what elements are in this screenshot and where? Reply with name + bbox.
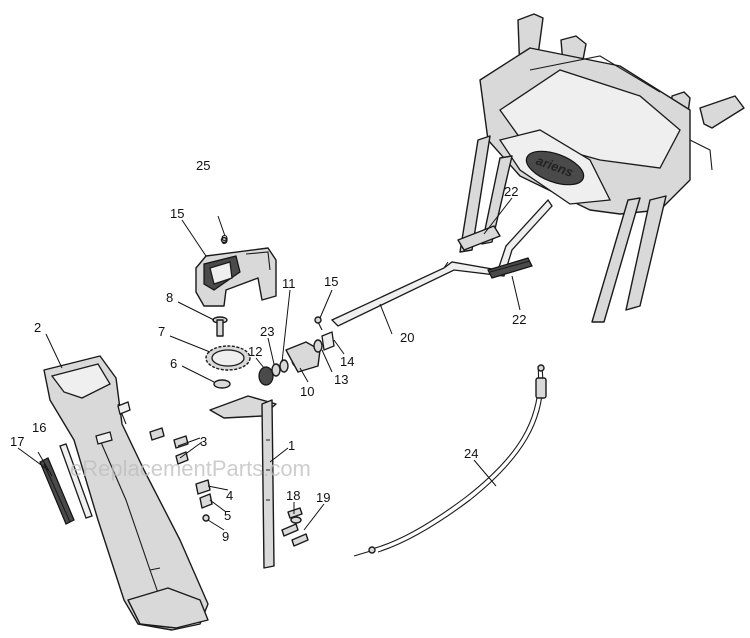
- callout-25: 25: [196, 158, 210, 173]
- callout-15: 15: [324, 274, 338, 289]
- callout-19: 18: [286, 488, 300, 503]
- callout-9-upper: 9: [221, 232, 228, 247]
- callout-2: 2: [34, 320, 41, 335]
- fasteners: [281, 507, 309, 547]
- chute-deflector: [195, 236, 277, 307]
- callout-12: 12: [248, 344, 262, 359]
- callout-8: 8: [166, 290, 173, 305]
- callout-20: 19: [316, 490, 330, 505]
- callout-23: 23: [260, 324, 274, 339]
- callout-6: 6: [170, 356, 177, 371]
- callout-10: 10: [300, 384, 314, 399]
- brand-logo-oval: [525, 150, 585, 186]
- callout-16: 15: [170, 206, 184, 221]
- crank-grip-lower: [487, 257, 533, 279]
- callout-4: 4: [226, 488, 233, 503]
- callout-9-lower: 9: [222, 529, 229, 544]
- callout-11: 11: [282, 276, 296, 291]
- callout-21: 20: [400, 330, 414, 345]
- callout-22-upper: 22: [504, 184, 518, 199]
- leader-lines: [17, 197, 521, 531]
- watermark-text: eReplacementParts.com: [70, 456, 311, 481]
- callout-13: 13: [334, 372, 348, 387]
- handle-dash-assembly: ariens: [459, 13, 745, 323]
- chute-bracket: [209, 395, 277, 569]
- pinion-assembly: [258, 316, 335, 386]
- discharge-chute: [43, 355, 213, 631]
- callout-5: 5: [224, 508, 231, 523]
- callout-1: 1: [288, 438, 295, 453]
- chute-cable: [353, 364, 547, 557]
- callout-17: 16: [32, 420, 46, 435]
- callout-7: 7: [158, 324, 165, 339]
- chute-gear: [205, 345, 251, 389]
- callout-3: 3: [200, 434, 207, 449]
- chute-bolt: [212, 316, 228, 337]
- crank-grip-upper: [457, 225, 501, 251]
- callout-14: 14: [340, 354, 354, 369]
- callout-labels: 25 9 15 8 7 6 2 11 15 23 12 10 13 14 20 …: [10, 158, 526, 544]
- chute-edge-strips: [39, 443, 93, 525]
- callout-24: 24: [464, 446, 478, 461]
- crank-rod: [330, 198, 553, 327]
- callout-18: 17: [10, 434, 24, 449]
- callout-22-lower: 22: [512, 312, 526, 327]
